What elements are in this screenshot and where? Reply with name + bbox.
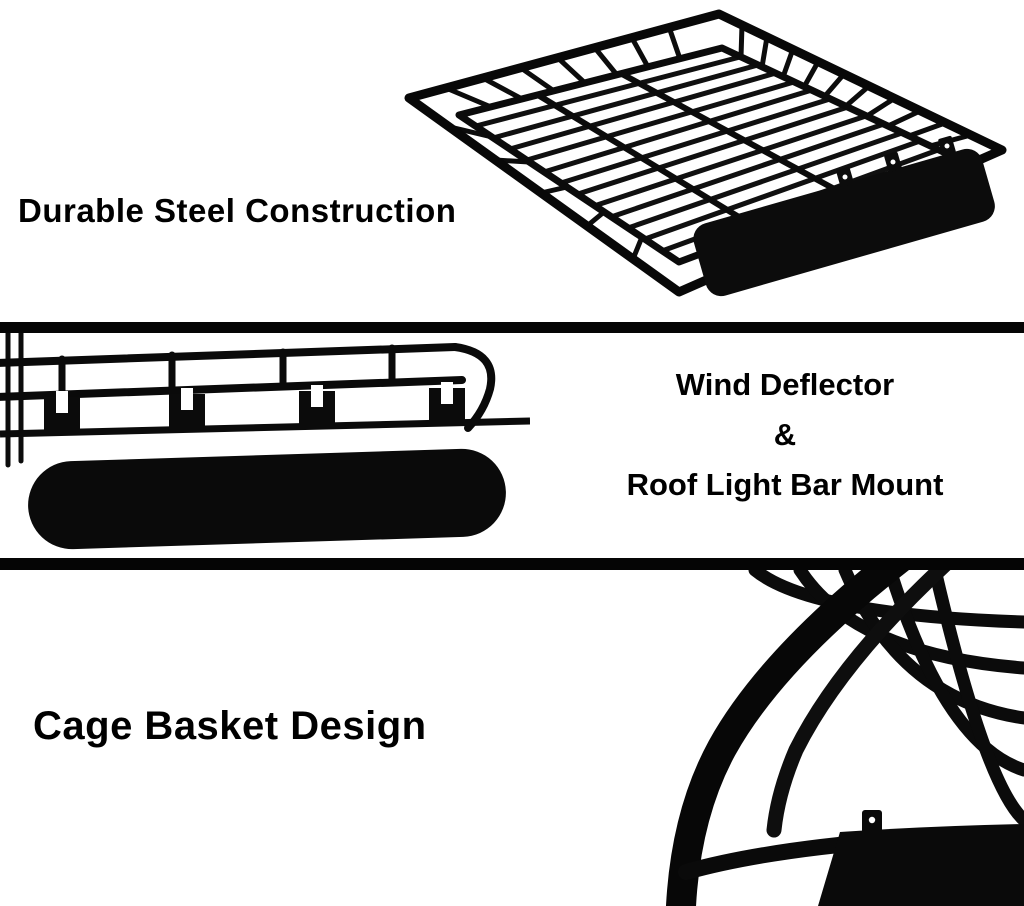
section-durable-steel: Durable Steel Construction: [0, 0, 1024, 322]
ampersand-text: &: [773, 417, 797, 452]
roof-basket-photo: [404, 9, 1007, 297]
section-wind-deflector: Wind Deflector & Roof Light Bar Mount: [0, 333, 1024, 558]
feature-label-wind-deflector: Wind Deflector: [675, 367, 895, 402]
section-divider: [0, 322, 1024, 333]
feature-label-roof-light-bar-mount: Roof Light Bar Mount: [626, 467, 944, 502]
section-divider: [0, 558, 1024, 570]
cage-corner-photo: [666, 570, 1024, 906]
feature-label-durable-steel: Durable Steel Construction: [18, 192, 457, 229]
wind-deflector-photo: [0, 333, 530, 550]
feature-label-cage-basket: Cage Basket Design: [33, 704, 427, 748]
feature-label-group: Wind Deflector & Roof Light Bar Mount: [560, 367, 1010, 503]
section-cage-basket: Cage Basket Design: [0, 570, 1024, 906]
